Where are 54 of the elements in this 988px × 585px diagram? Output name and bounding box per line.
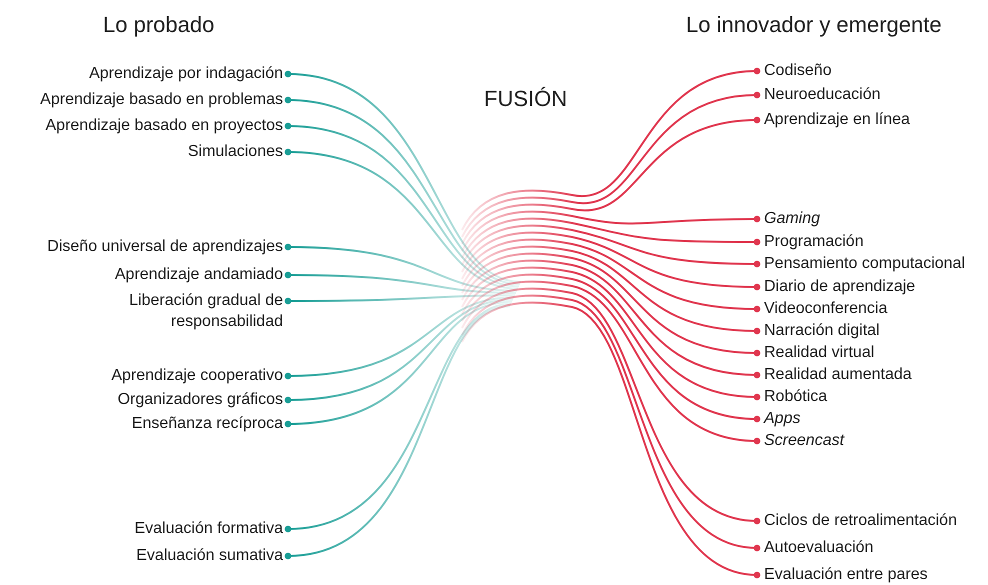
item-label: Aprendizaje basado en proyectos [46, 115, 283, 136]
item-label: Diseño universal de aprendizajes [47, 236, 283, 257]
item-label: Narración digital [764, 320, 880, 341]
item-label: Simulaciones [188, 141, 283, 162]
item-label: Robótica [764, 386, 828, 407]
curved-connector [284, 122, 520, 288]
item-label: Codiseño [764, 60, 832, 81]
item-label: Aprendizaje basado en problemas [40, 89, 283, 110]
item-label: Gaming [764, 208, 820, 229]
curved-connector [284, 296, 514, 380]
item-label: Neuroeducación [764, 84, 881, 105]
item-label: Aprendizaje andamiado [114, 264, 283, 285]
curved-connector [461, 218, 760, 258]
section-heading: Lo probado [103, 12, 214, 38]
item-label: Evaluación formativa [134, 518, 283, 539]
curved-connector [284, 298, 514, 404]
curved-connector [461, 280, 760, 444]
center-heading: FUSIÓN [484, 86, 568, 112]
curved-connector [461, 260, 760, 378]
curved-connector [461, 238, 760, 312]
item-label: Evaluación entre pares [764, 564, 928, 585]
curved-connector [284, 300, 512, 428]
item-label: Aprendizaje cooperativo [111, 365, 283, 386]
item-label: Evaluación sumativa [136, 545, 283, 566]
curved-connector [461, 92, 760, 238]
item-label: Ciclos de retroalimentación [764, 510, 957, 531]
item-label: Programación [764, 231, 864, 252]
item-label: Realidad aumentada [764, 364, 912, 385]
item-label: Liberación gradual de responsabilidad [93, 290, 283, 332]
item-label: Realidad virtual [764, 342, 874, 363]
curved-connector [284, 148, 518, 290]
curved-connector [284, 244, 518, 292]
curved-connector [461, 246, 760, 334]
item-label: Pensamiento computacional [764, 253, 966, 274]
curved-connector [461, 252, 760, 356]
curved-connector [461, 224, 760, 268]
item-label: Enseñanza recíproca [132, 413, 283, 434]
curved-connector [284, 294, 515, 304]
curved-connector [461, 116, 760, 244]
section-heading: Lo innovador y emergente [686, 12, 942, 38]
item-label: Aprendizaje por indagación [89, 63, 283, 84]
curved-connector [284, 272, 516, 294]
curved-connector [461, 68, 760, 230]
curved-connector [461, 266, 760, 400]
curved-connector [461, 274, 760, 422]
item-label: Autoevaluación [764, 537, 874, 558]
item-label: Screencast [764, 430, 844, 451]
item-label: Organizadores gráficos [118, 389, 283, 410]
item-label: Apps [764, 408, 800, 429]
item-label: Aprendizaje en línea [764, 109, 910, 130]
curved-connector [461, 210, 760, 252]
item-label: Videoconferencia [764, 298, 888, 319]
item-label: Diario de aprendizaje [764, 276, 916, 297]
curved-connector [461, 232, 760, 290]
